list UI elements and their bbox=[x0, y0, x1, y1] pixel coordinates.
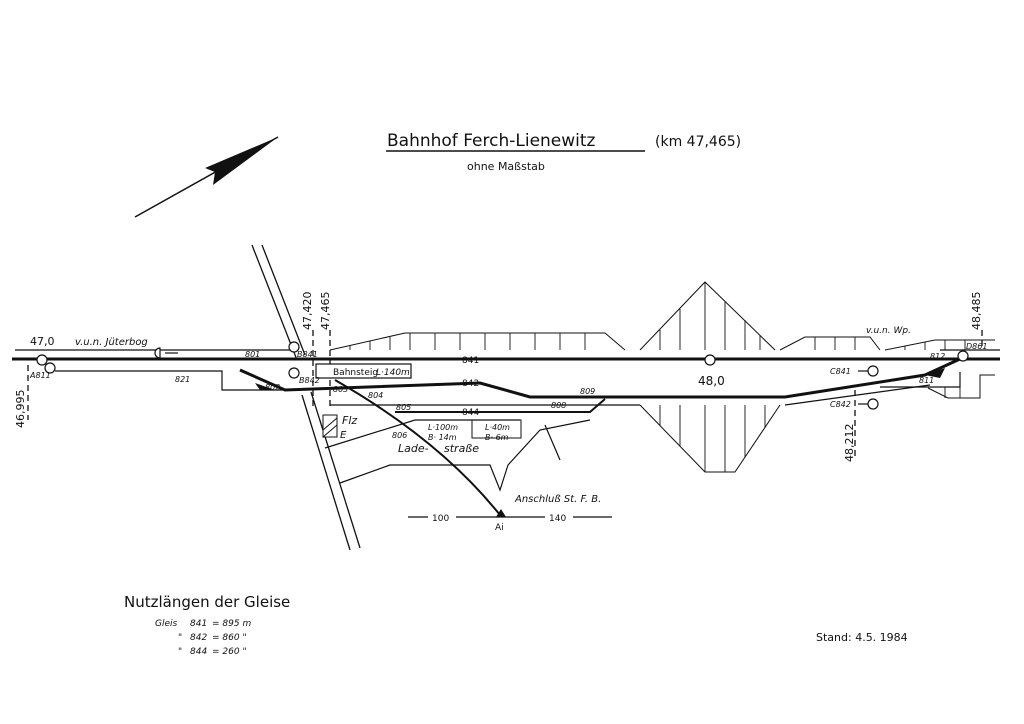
embankments bbox=[329, 281, 995, 473]
signal-icon bbox=[288, 341, 300, 353]
signal-icon bbox=[288, 367, 300, 379]
platform bbox=[315, 363, 412, 379]
km-47-0: 47,0 bbox=[30, 335, 55, 348]
signal-icon bbox=[867, 365, 879, 377]
signal-c842: C842 bbox=[830, 400, 851, 409]
signal-c841: C841 bbox=[830, 367, 851, 376]
loading-length: L·100m bbox=[428, 423, 458, 432]
tracks bbox=[12, 349, 1000, 518]
platform-label: Bahnsteig bbox=[333, 368, 378, 378]
km-48212: 48,212 bbox=[843, 424, 856, 463]
switch-821: 821 bbox=[175, 375, 190, 384]
switch-804: 804 bbox=[368, 391, 383, 400]
platform-length: L·140m bbox=[376, 368, 410, 378]
stand-date: Stand: 4.5. 1984 bbox=[816, 631, 908, 644]
north-arrow-icon bbox=[134, 136, 279, 218]
switch-801: 801 bbox=[245, 350, 260, 359]
ramp-length: L·40m bbox=[485, 423, 510, 432]
signal-b841: B841 bbox=[297, 350, 318, 359]
track-label-841: 841 bbox=[462, 356, 479, 366]
km-47465: 47,465 bbox=[319, 292, 332, 331]
signal-icon bbox=[36, 354, 48, 366]
building-label: Flz bbox=[342, 414, 357, 427]
km-47420: 47,420 bbox=[301, 292, 314, 331]
switch-805: 805 bbox=[396, 403, 411, 412]
siding-track bbox=[334, 379, 501, 516]
switch-808: 808 bbox=[551, 401, 566, 410]
direction-left: v.u.n. Jüterbog bbox=[75, 337, 148, 348]
useful-lengths-title: Nutzlängen der Gleise bbox=[124, 593, 290, 611]
km-46995: 46,995 bbox=[14, 390, 27, 429]
stop-sign-icon bbox=[154, 347, 161, 359]
switch-802: 802 bbox=[265, 383, 280, 392]
signal-d861: D861 bbox=[966, 342, 987, 351]
row-value: = 895 m bbox=[212, 619, 251, 629]
signal-icon bbox=[957, 350, 969, 362]
km-48-0: 48,0 bbox=[698, 374, 725, 388]
road-label-1: Lade- bbox=[398, 442, 429, 455]
row-track: 841 bbox=[190, 619, 207, 629]
switch-803: 803 bbox=[333, 385, 348, 394]
signal-a811: A811 bbox=[29, 371, 51, 380]
track-label-842: 842 bbox=[462, 379, 479, 389]
building-sub: E bbox=[340, 430, 347, 441]
signal-b842: B842 bbox=[299, 376, 320, 385]
track-844 bbox=[395, 398, 606, 413]
switch-809: 809 bbox=[580, 387, 595, 396]
siding-label: Anschluß St. F. B. bbox=[514, 494, 601, 505]
road-label-2: straße bbox=[444, 442, 479, 455]
scale-note: ohne Maßstab bbox=[467, 160, 545, 173]
siding-right-length: 140 bbox=[549, 514, 566, 524]
road bbox=[251, 244, 361, 551]
building-icon bbox=[322, 414, 338, 438]
ramp-width: B· 6m bbox=[485, 433, 509, 442]
track-label-844: 844 bbox=[462, 408, 479, 418]
siding-left-length: 100 bbox=[432, 514, 449, 524]
row-track: 842 bbox=[190, 633, 207, 643]
row-value: = 260 " bbox=[212, 647, 247, 657]
row-track: 844 bbox=[190, 647, 207, 657]
switch-811: 811 bbox=[919, 376, 934, 385]
signal-icon bbox=[704, 354, 716, 366]
loading-width: B· 14m bbox=[428, 433, 457, 442]
useful-lengths-table: Gleis 841 = 895 m " 842 = 860 " " 844 = … bbox=[155, 619, 251, 657]
signal-icon bbox=[44, 362, 56, 374]
km-48485: 48,485 bbox=[970, 292, 983, 331]
siding-point: Ai bbox=[495, 523, 504, 533]
row-prefix: " bbox=[178, 633, 182, 643]
switch-812: 812 bbox=[930, 352, 945, 361]
station-title: Bahnhof Ferch-Lienewitz bbox=[387, 131, 596, 151]
switch-806: 806 bbox=[392, 431, 407, 440]
direction-right: v.u.n. Wp. bbox=[866, 326, 911, 336]
station-km: (km 47,465) bbox=[655, 134, 741, 150]
signals bbox=[36, 341, 969, 410]
loading-ramp bbox=[471, 419, 522, 439]
row-prefix: " bbox=[178, 647, 182, 657]
signal-icon bbox=[867, 398, 879, 410]
row-prefix: Gleis bbox=[155, 619, 178, 629]
row-value: = 860 " bbox=[212, 633, 247, 643]
